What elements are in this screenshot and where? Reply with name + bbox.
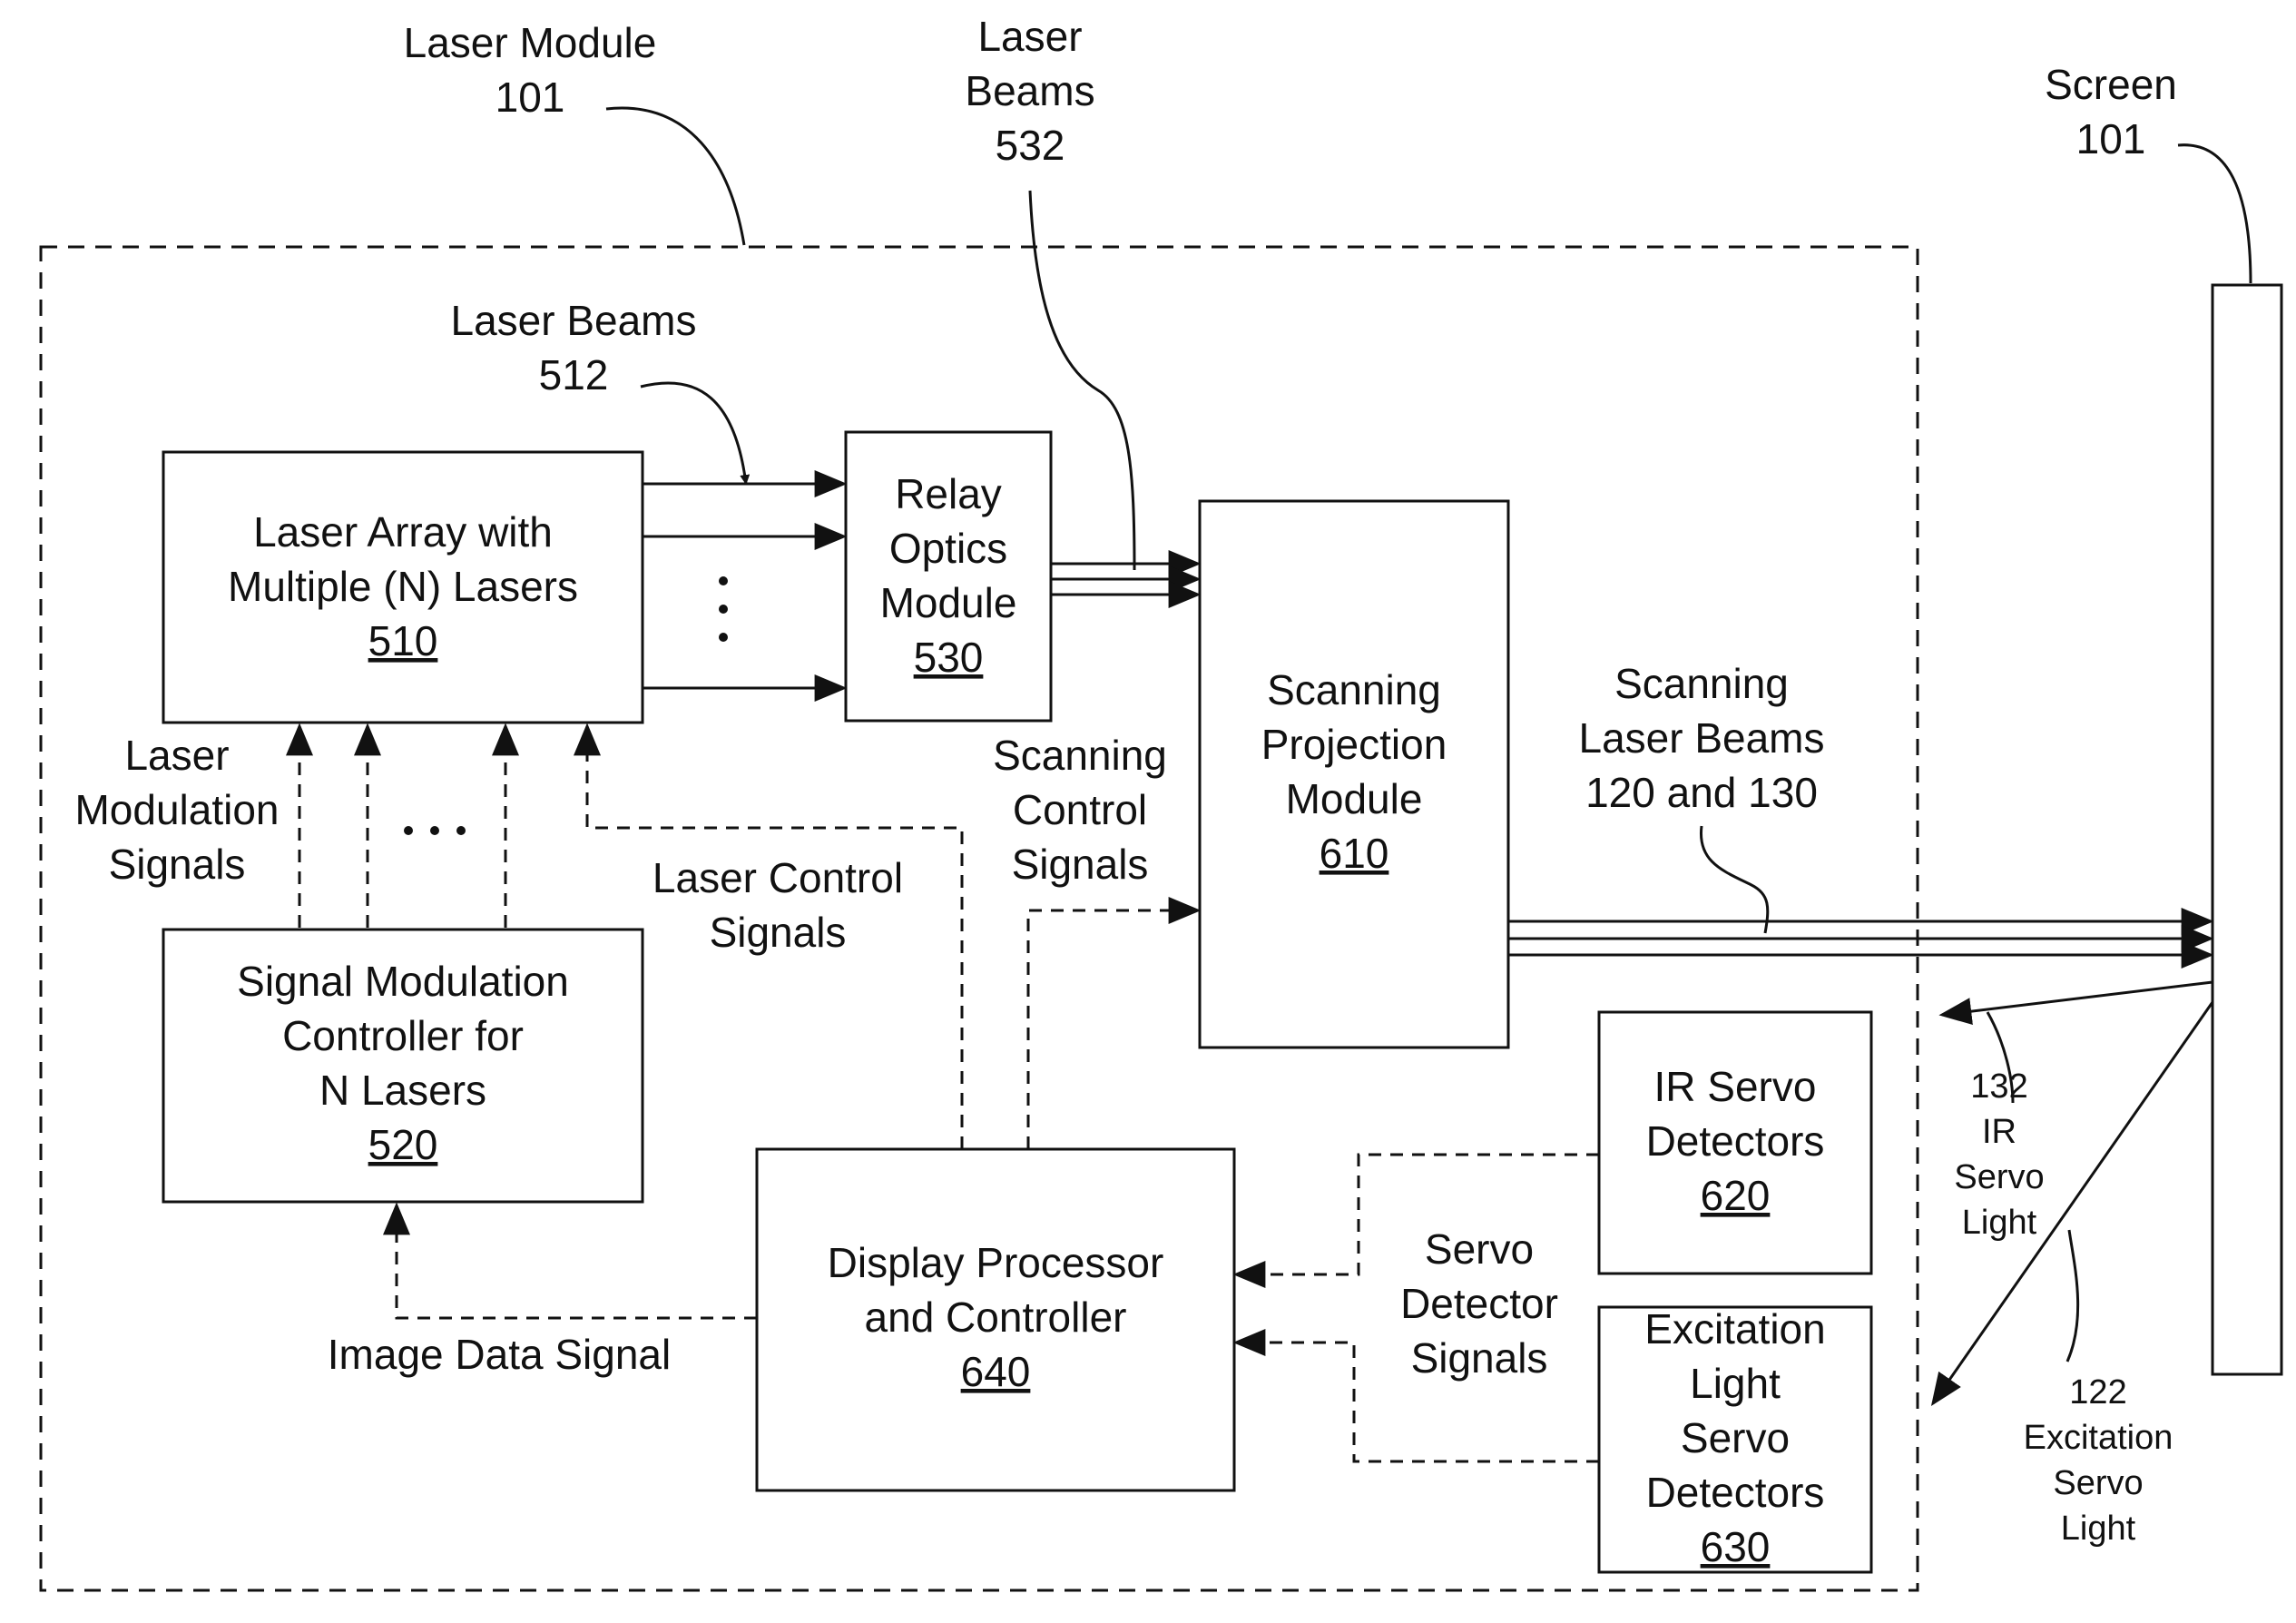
laser-array-line-1: Laser Array with (253, 508, 553, 556)
svg-text:Control: Control (1013, 786, 1147, 833)
display-processor-box: Display Processor and Controller 640 (757, 1149, 1234, 1490)
svg-text:Signals: Signals (710, 909, 847, 956)
display-processor-line-2: and Controller (865, 1293, 1127, 1341)
signal-modulation-line-2: Controller for (282, 1012, 524, 1059)
scanning-laser-beams-label: Scanning Laser Beams 120 and 130 (1578, 660, 1824, 816)
scanning-projection-box: Scanning Projection Module 610 (1200, 501, 1508, 1048)
svg-text:101: 101 (2076, 115, 2146, 162)
svg-text:512: 512 (539, 351, 609, 398)
ellipsis-dot (719, 576, 728, 585)
svg-text:Signals: Signals (109, 841, 246, 888)
laser-array-ref: 510 (368, 617, 438, 664)
svg-text:Scanning: Scanning (1614, 660, 1789, 707)
screen-label: Screen 101 (2045, 61, 2177, 162)
svg-text:Servo: Servo (1425, 1225, 1534, 1273)
image-data-signal-path (397, 1205, 757, 1318)
laser-beams-532-label: Laser Beams 532 (965, 13, 1094, 169)
svg-text:Detector: Detector (1400, 1280, 1558, 1327)
laser-control-signals-label: Laser Control Signals (652, 854, 903, 956)
excitation-servo-line-3: Servo (1681, 1414, 1790, 1461)
laser-array-line-2: Multiple (N) Lasers (228, 563, 578, 610)
laser-beam-arrows-530-to-610 (1051, 564, 1198, 595)
servo-detector-signals-label: Servo Detector Signals (1400, 1225, 1558, 1382)
scanning-beam-arrows-to-screen (1508, 921, 2211, 955)
svg-text:Light: Light (1962, 1204, 2037, 1242)
svg-text:122: 122 (2069, 1373, 2126, 1412)
svg-text:Laser: Laser (124, 732, 229, 779)
scanning-control-signals-label: Scanning Control Signals (993, 732, 1167, 888)
excitation-servo-line-4: Detectors (1646, 1469, 1825, 1516)
svg-text:132: 132 (1970, 1067, 2027, 1106)
relay-optics-box: Relay Optics Module 530 (846, 432, 1051, 721)
signal-modulation-line-1: Signal Modulation (237, 958, 569, 1005)
scanning-projection-line-1: Scanning (1267, 666, 1441, 713)
svg-text:Servo: Servo (2053, 1464, 2143, 1502)
excitation-servo-ref: 630 (1701, 1523, 1771, 1570)
svg-text:101: 101 (496, 74, 565, 121)
scanning-projection-line-3: Module (1286, 775, 1423, 822)
svg-text:120 and 130: 120 and 130 (1585, 769, 1818, 816)
relay-optics-ref: 530 (914, 634, 984, 681)
svg-text:IR: IR (1982, 1113, 2016, 1151)
ir-servo-ref: 620 (1701, 1172, 1771, 1219)
ellipsis-dot (719, 633, 728, 642)
svg-text:Modulation: Modulation (74, 786, 279, 833)
svg-text:Laser: Laser (977, 13, 1082, 60)
svg-text:Light: Light (2061, 1510, 2136, 1548)
excitation-servo-detectors-box: Excitation Light Servo Detectors 630 (1599, 1305, 1871, 1572)
svg-text:Signals: Signals (1411, 1334, 1548, 1382)
svg-text:532: 532 (996, 122, 1065, 169)
laser-modulation-signals-label: Laser Modulation Signals (74, 732, 279, 888)
svg-text:Beams: Beams (965, 67, 1094, 114)
signal-modulation-ref: 520 (368, 1121, 438, 1168)
svg-text:Excitation: Excitation (2024, 1419, 2173, 1457)
scanning-projection-ref: 610 (1320, 830, 1389, 877)
ir-servo-detectors-box: IR Servo Detectors 620 (1599, 1012, 1871, 1274)
svg-text:Screen: Screen (2045, 61, 2177, 108)
laser-array-box: Laser Array with Multiple (N) Lasers 510 (163, 452, 643, 723)
svg-text:Laser Beams: Laser Beams (1578, 714, 1824, 762)
ellipsis-dot (456, 826, 466, 835)
laser-modulation-signal-arrows (299, 726, 505, 928)
signal-modulation-box: Signal Modulation Controller for N Laser… (163, 930, 643, 1202)
display-processor-line-1: Display Processor (828, 1239, 1164, 1286)
svg-text:Laser Control: Laser Control (652, 854, 903, 901)
ir-servo-line-1: IR Servo (1654, 1063, 1817, 1110)
ir-servo-line-2: Detectors (1646, 1117, 1825, 1165)
excitation-servo-line-1: Excitation (1644, 1305, 1825, 1352)
ir-servo-light-label: 132 IR Servo Light (1954, 1067, 2044, 1242)
ir-servo-light-ray (1942, 982, 2213, 1015)
screen-panel (2213, 285, 2281, 1374)
signal-modulation-line-3: N Lasers (319, 1067, 486, 1114)
ellipsis-dot (719, 605, 728, 614)
relay-optics-line-3: Module (880, 579, 1017, 626)
laser-module-label: Laser Module 101 (404, 19, 657, 121)
excitation-servo-light-label: 122 Excitation Servo Light (2024, 1373, 2173, 1548)
image-data-signal-label: Image Data Signal (328, 1331, 671, 1378)
ir-servo-detector-signal-path (1236, 1155, 1599, 1274)
laser-beam-arrows-510-to-530 (643, 484, 844, 688)
scanning-projection-line-2: Projection (1261, 721, 1447, 768)
display-processor-ref: 640 (961, 1348, 1031, 1395)
svg-text:Scanning: Scanning (993, 732, 1167, 779)
svg-text:Servo: Servo (1954, 1158, 2044, 1196)
ellipsis-dot (404, 826, 413, 835)
relay-optics-line-2: Optics (889, 525, 1007, 572)
svg-text:Laser Beams: Laser Beams (450, 297, 696, 344)
scanning-control-signal-path (1028, 910, 1198, 1149)
relay-optics-line-1: Relay (895, 470, 1002, 517)
ellipsis-dot (430, 826, 439, 835)
svg-text:Signals: Signals (1012, 841, 1149, 888)
excitation-servo-line-2: Light (1690, 1360, 1781, 1407)
svg-text:Laser Module: Laser Module (404, 19, 657, 66)
